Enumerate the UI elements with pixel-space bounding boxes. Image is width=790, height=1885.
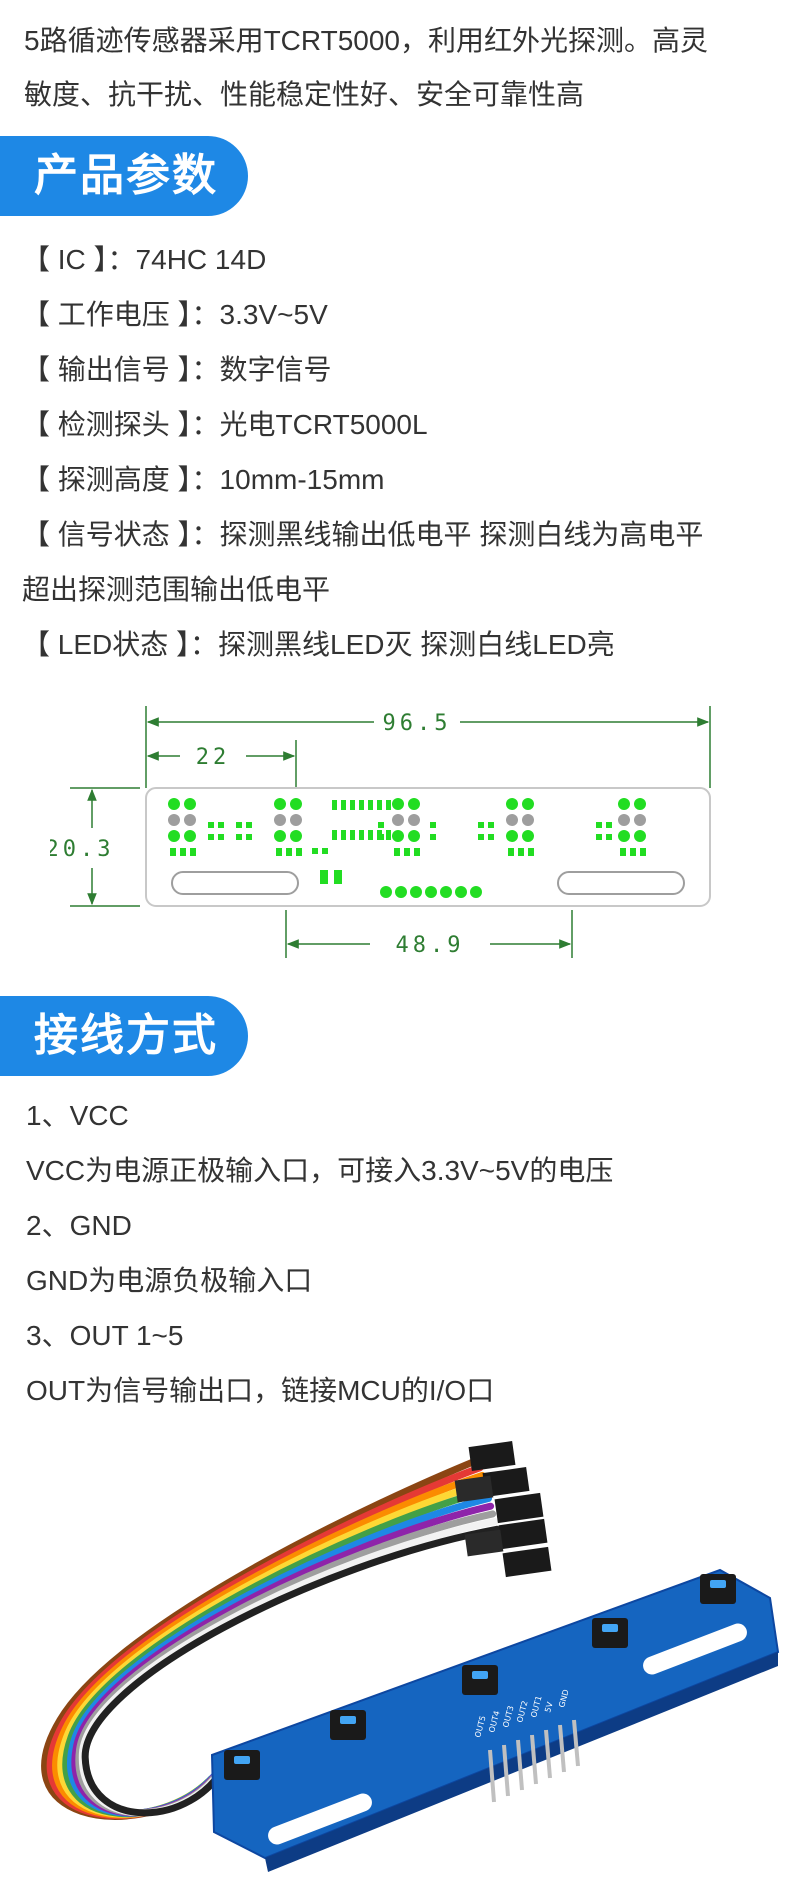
wiring-list: 1、VCC VCC为电源正极输入口，可接入3.3V~5V的电压 2、GND GN…	[26, 1088, 766, 1418]
sensor-4	[478, 798, 534, 856]
section-title-params: 产品参数	[0, 136, 248, 216]
wire-10	[81, 1525, 501, 1817]
intro-line-2: 敏度、抗干扰、性能稳定性好、安全可靠性高	[24, 79, 585, 110]
param-output: 【 输出信号 】：数字信号	[22, 354, 332, 385]
sensor-modules	[224, 1574, 736, 1780]
dimension-diagram: 96.5 22 20.3 48.9	[50, 706, 711, 958]
pin-label-5v: 5V	[543, 1700, 555, 1713]
param-ic: 【 IC 】：74HC 14D	[22, 244, 267, 275]
param-led: 【 LED状态 】：探测黑线LED灭 探测白线LED亮	[22, 629, 615, 660]
param-voltage: 【 工作电压 】：3.3V~5V	[22, 299, 328, 330]
header-pins	[488, 1719, 580, 1803]
wiring-out-title: 3、OUT 1~5	[26, 1320, 184, 1351]
param-probe: 【 检测探头 】：光电TCRT5000L	[22, 409, 428, 440]
param-signal: 【 信号状态 】：探测黑线输出低电平 探测白线为高电平	[22, 519, 704, 550]
dim-pitch-label: 22	[196, 745, 231, 770]
wiring-vcc-title: 1、VCC	[26, 1100, 129, 1131]
sensor-5	[596, 798, 646, 856]
intro-paragraph: 5路循迹传感器采用TCRT5000，利用红外光探测。高灵 敏度、抗干扰、性能稳定…	[24, 14, 774, 122]
dupont-connectors	[454, 1441, 552, 1578]
wiring-gnd-title: 2、GND	[26, 1210, 132, 1241]
sensor-lenses	[234, 1580, 726, 1764]
wiring-out-desc: OUT为信号输出口，链接MCU的I/O口	[26, 1375, 495, 1406]
wiring-vcc-desc: VCC为电源正极输入口，可接入3.3V~5V的电压	[26, 1155, 614, 1186]
mount-slot-left	[171, 871, 299, 895]
header-pins	[380, 886, 482, 898]
intro-line-1: 5路循迹传感器采用TCRT5000，利用红外光探测。高灵	[24, 25, 709, 56]
dim-height-label: 20.3	[50, 837, 114, 862]
dim-slot-label: 48.9	[396, 933, 465, 958]
mount-slot-right	[557, 871, 685, 895]
section-title-wiring: 接线方式	[0, 996, 248, 1076]
param-signal-cont: 超出探测范围输出低电平	[22, 574, 331, 605]
sensor-3	[378, 798, 436, 856]
wiring-gnd-desc: GND为电源负极输入口	[26, 1265, 313, 1296]
dim-length-label: 96.5	[383, 711, 452, 736]
jumper-wires	[41, 1456, 501, 1820]
params-list: 【 IC 】：74HC 14D 【 工作电压 】：3.3V~5V 【 输出信号 …	[22, 232, 782, 672]
param-height: 【 探测高度 】：10mm-15mm	[22, 464, 385, 495]
sensor-1	[168, 798, 224, 856]
sensor-footprints	[168, 798, 646, 898]
sensor-2	[236, 798, 328, 856]
